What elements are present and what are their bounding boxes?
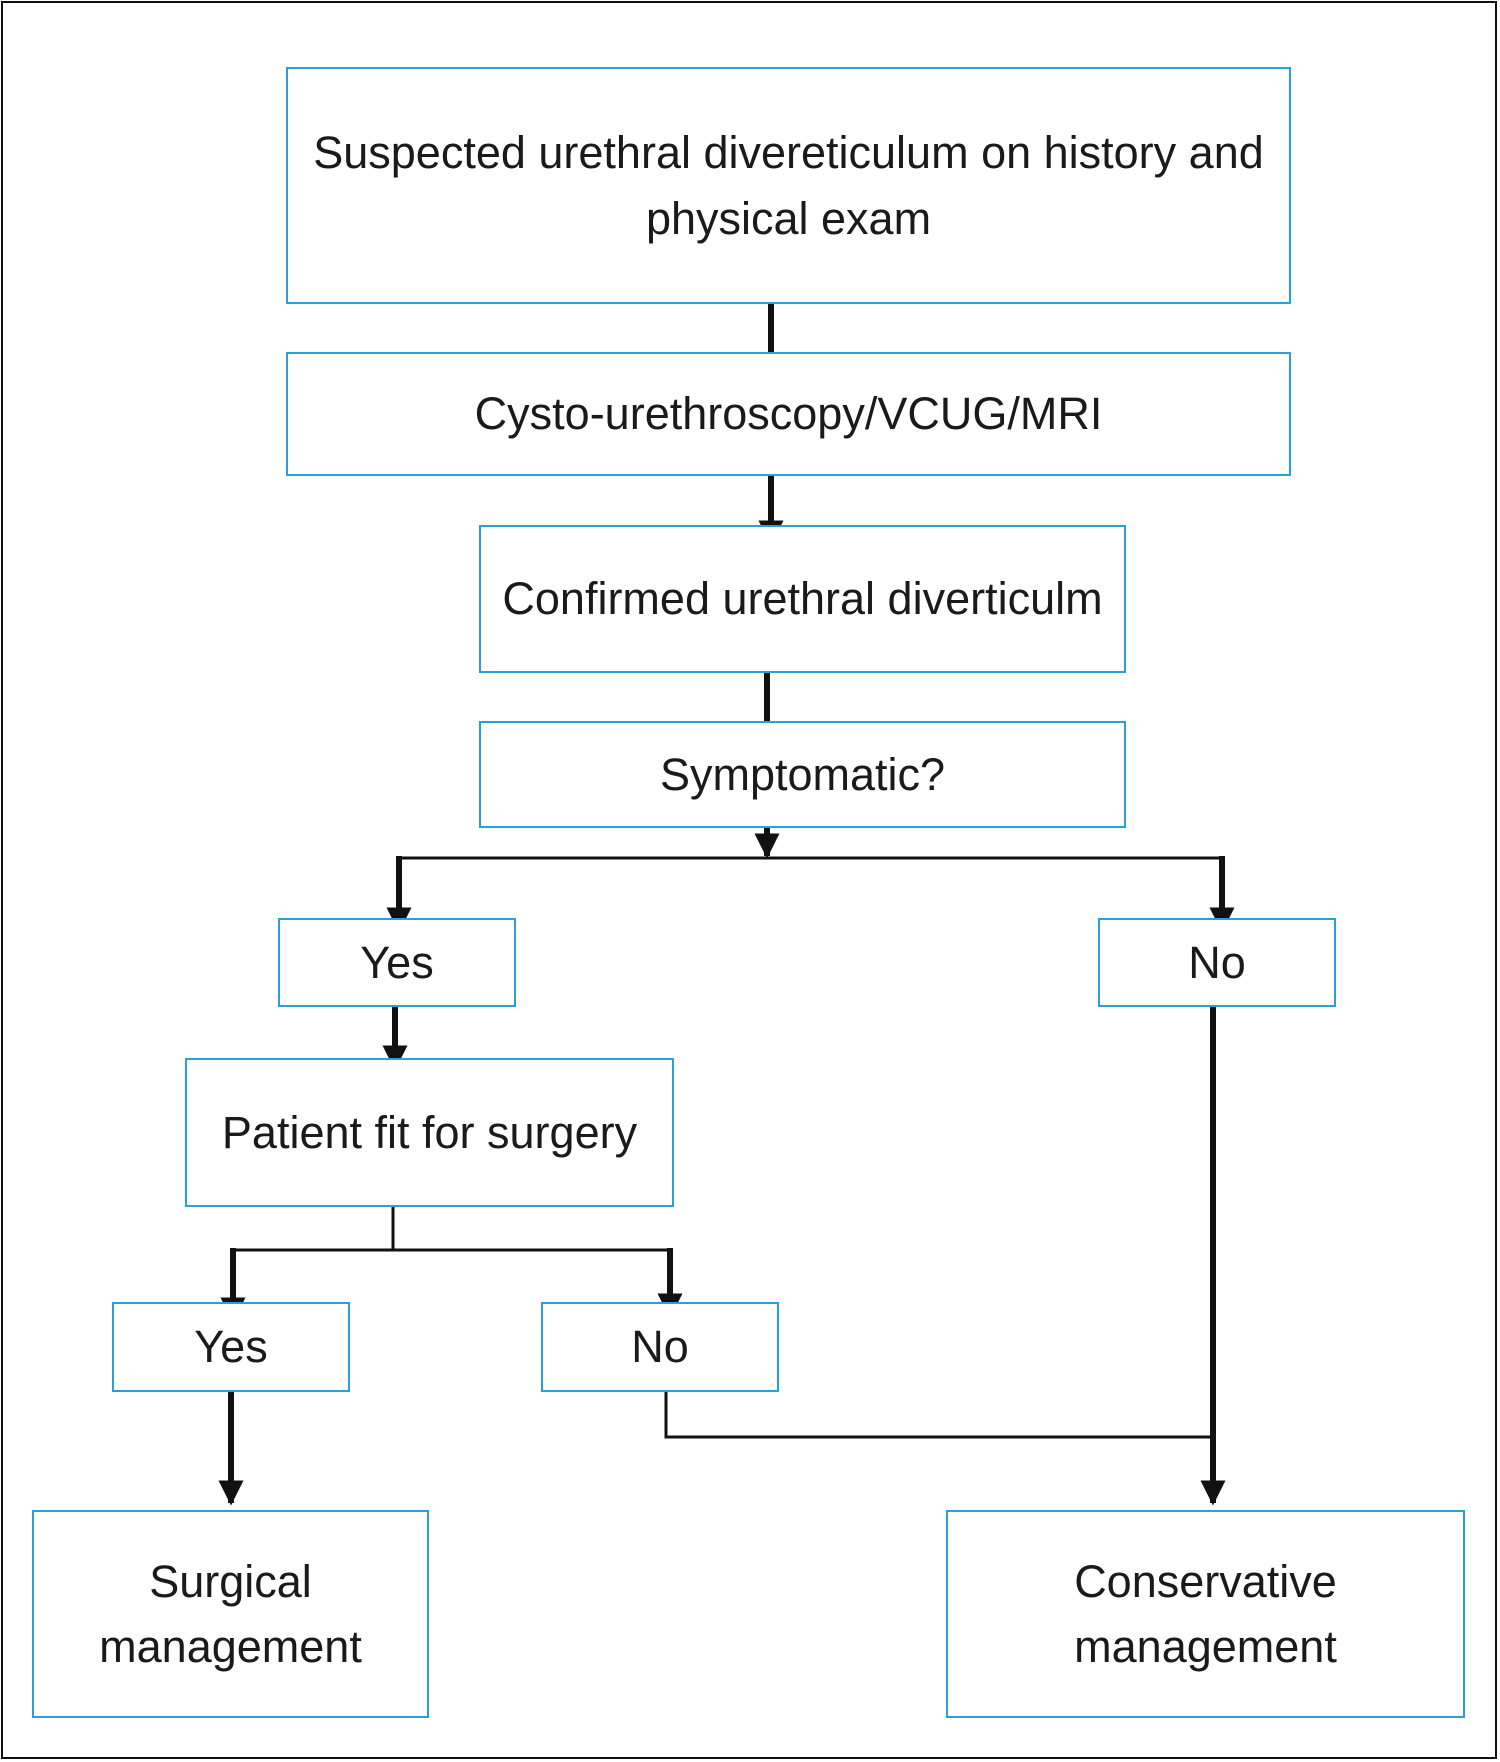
patient-fit-box: Patient fit for surgery — [185, 1058, 674, 1207]
conservative-management-box: Conservative management — [946, 1510, 1465, 1718]
patient-fit-text: Patient fit for surgery — [221, 1106, 638, 1158]
cysto-urethroscopy-text: Cysto-urethroscopy/VCUG/MRI — [474, 388, 1103, 440]
fit-yes-text: Yes — [194, 1321, 268, 1373]
fit-no-text: No — [631, 1321, 689, 1373]
suspected-diverticulum-text: Suspected urethral divereticulum on hist… — [313, 127, 1264, 244]
conservative-management-text: Conservative management — [1074, 1555, 1337, 1672]
confirmed-diverticulum-box: Confirmed urethral diverticulm — [479, 525, 1126, 673]
symptomatic-yes-box: Yes — [278, 918, 516, 1007]
fit-yes-box: Yes — [112, 1302, 350, 1392]
symptomatic-yes-text: Yes — [360, 936, 434, 988]
symptomatic-no-box: No — [1098, 918, 1336, 1007]
connector-no2-to-conservative — [664, 1392, 1213, 1439]
symptomatic-question-box: Symptomatic? — [479, 721, 1126, 828]
confirmed-diverticulum-text: Confirmed urethral diverticulm — [502, 573, 1103, 625]
surgical-management-text: Surgical management — [99, 1555, 362, 1672]
suspected-diverticulum-box: Suspected urethral divereticulum on hist… — [286, 67, 1291, 304]
surgical-management-box: Surgical management — [32, 1510, 429, 1718]
cysto-urethroscopy-box: Cysto-urethroscopy/VCUG/MRI — [286, 352, 1291, 476]
symptomatic-no-text: No — [1188, 936, 1246, 988]
fit-no-box: No — [541, 1302, 779, 1392]
symptomatic-question-text: Symptomatic? — [659, 748, 946, 800]
